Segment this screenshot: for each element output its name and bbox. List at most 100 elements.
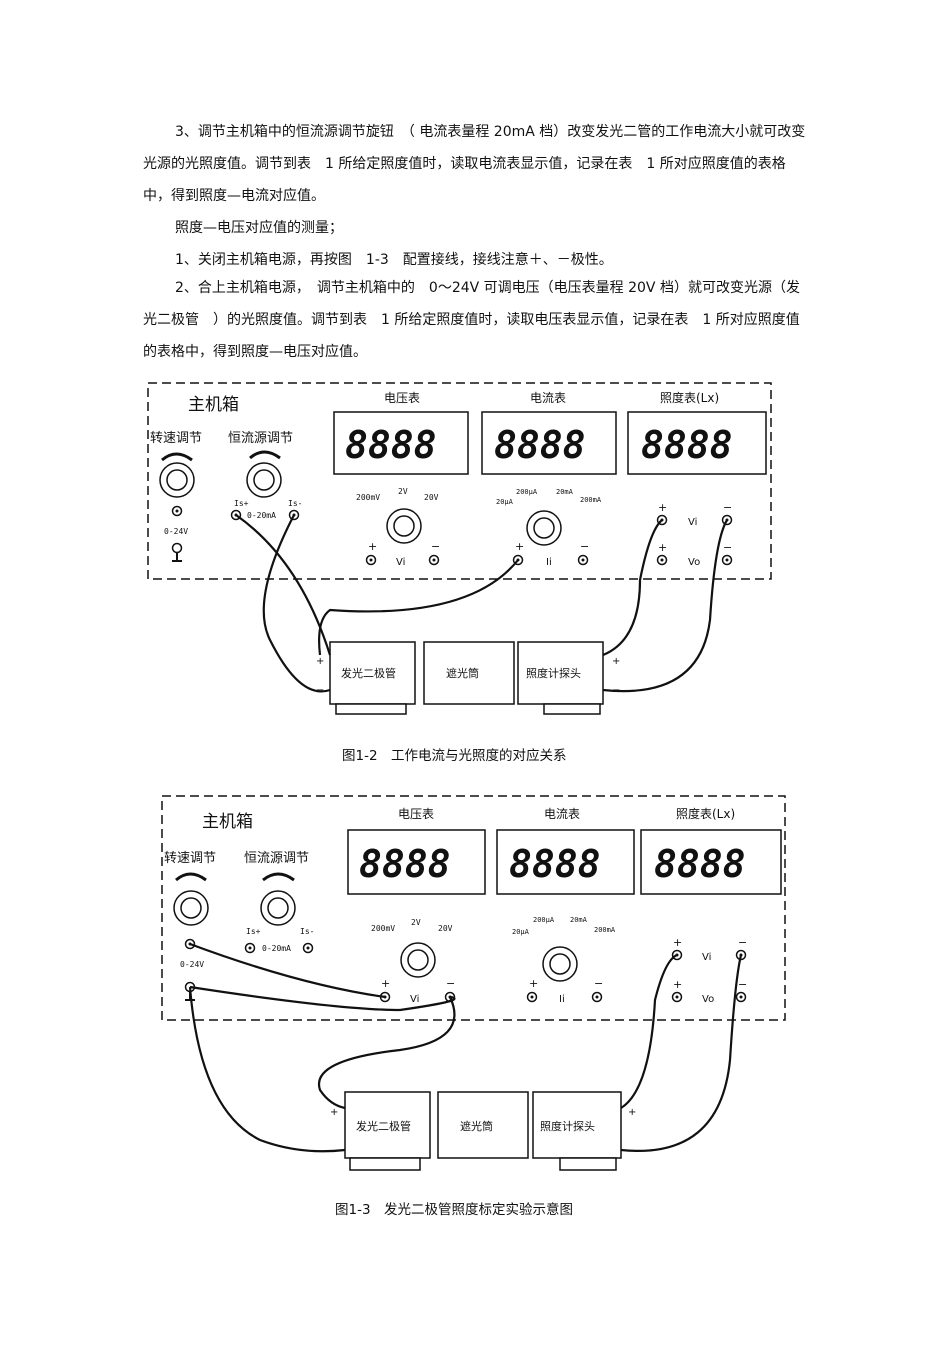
svg-text:遮光筒: 遮光筒 — [460, 1119, 493, 1133]
current-source-knob-label: 恒流源调节 — [228, 431, 293, 446]
svg-text:200mA: 200mA — [594, 926, 616, 934]
svg-text:20μA: 20μA — [512, 928, 530, 936]
svg-text:Ii: Ii — [546, 557, 552, 568]
svg-text:+: + — [330, 1107, 338, 1118]
svg-text:电流表: 电流表 — [544, 807, 580, 821]
svg-text:照度表(Lx): 照度表(Lx) — [676, 806, 735, 821]
figure-2-caption: 图1-3 发光二极管照度标定实验示意图 — [335, 1202, 574, 1218]
svg-text:−: − — [738, 936, 747, 949]
paragraph-step2: 2、合上主机箱电源， 调节主机箱中的 0～24V 可调电压（电压表量程 20V … — [143, 280, 800, 360]
label-0-20ma: 0-20mA — [247, 511, 276, 520]
svg-text:8888: 8888 — [509, 842, 601, 886]
current-source-knob-icon — [246, 462, 282, 498]
svg-text:20V: 20V — [424, 493, 439, 502]
svg-text:+: + — [673, 978, 682, 991]
svg-text:+: + — [529, 977, 538, 990]
svg-text:0-20mA: 0-20mA — [262, 944, 291, 953]
svg-text:发光二极管: 发光二极管 — [341, 666, 396, 680]
svg-text:8888: 8888 — [654, 842, 746, 886]
svg-text:Is-: Is- — [300, 927, 314, 936]
svg-text:−: − — [723, 541, 732, 554]
svg-text:照度计探头: 照度计探头 — [540, 1119, 595, 1133]
svg-text:照度计探头: 照度计探头 — [526, 666, 581, 680]
figure-1-diagram: 主机箱 转速调节 恒流源调节 0-24V Is+ Is- 0-20mA 电压表 … — [147, 382, 772, 715]
svg-text:电压表: 电压表 — [398, 807, 434, 821]
shade-tube-box — [423, 641, 515, 705]
luxmeter-display — [627, 411, 767, 475]
svg-text:−: − — [580, 540, 589, 553]
svg-text:−: − — [738, 978, 747, 991]
ammeter-label: 电流表 — [530, 391, 566, 405]
svg-text:转速调节: 转速调节 — [164, 851, 216, 866]
svg-text:200μA: 200μA — [516, 488, 538, 496]
svg-text:Is+: Is+ — [246, 927, 261, 936]
svg-text:+: + — [381, 977, 390, 990]
svg-text:−: − — [431, 540, 440, 553]
svg-text:恒流源调节: 恒流源调节 — [244, 851, 309, 866]
voltmeter-digits: 8888 — [345, 423, 437, 467]
lux-probe-box — [517, 641, 604, 705]
voltmeter-range-knob-icon — [386, 508, 422, 544]
svg-text:20mA: 20mA — [556, 488, 574, 496]
svg-text:Vi: Vi — [396, 557, 405, 568]
svg-text:8888: 8888 — [359, 842, 451, 886]
terminal-ii-minus — [577, 554, 589, 566]
svg-text:+: + — [628, 1107, 636, 1118]
main-box-title: 主机箱 — [188, 395, 239, 415]
svg-text:20μA: 20μA — [496, 498, 514, 506]
svg-text:Vo: Vo — [688, 557, 700, 568]
svg-text:Vi: Vi — [702, 952, 711, 963]
svg-text:Ii: Ii — [559, 994, 565, 1005]
luxmeter-digits: 8888 — [641, 423, 733, 467]
terminal-vo-plus — [656, 554, 668, 566]
terminal-vi-plus — [365, 554, 377, 566]
svg-text:+: + — [368, 540, 377, 553]
svg-text:+: + — [612, 656, 620, 667]
main-box-outline — [147, 382, 772, 580]
label-024v: 0-24V — [164, 527, 188, 536]
svg-text:Vi: Vi — [688, 517, 697, 528]
ammeter-range-knob-icon — [526, 510, 562, 546]
terminal-vi-minus — [428, 554, 440, 566]
svg-text:+: + — [316, 656, 324, 667]
speed-knob-icon — [159, 462, 195, 498]
terminal-vo-minus — [721, 554, 733, 566]
svg-text:2V: 2V — [411, 918, 421, 927]
figure-1-caption: 图1-2 工作电流与光照度的对应关系 — [342, 748, 567, 764]
svg-text:−: − — [594, 977, 603, 990]
svg-text:−: − — [446, 977, 455, 990]
paragraph-step3: 3、调节主机箱中的恒流源调节旋钮 （ 电流表量程 20mA 档）改变发光二管的工… — [143, 124, 806, 204]
svg-text:遮光筒: 遮光筒 — [446, 666, 479, 680]
svg-text:200mV: 200mV — [371, 924, 395, 933]
svg-text:+: + — [515, 540, 524, 553]
luxmeter-label: 照度表(Lx) — [660, 390, 719, 405]
svg-text:20V: 20V — [438, 924, 453, 933]
voltmeter-label: 电压表 — [384, 391, 420, 405]
svg-text:200μA: 200μA — [533, 916, 555, 924]
svg-text:Vi: Vi — [410, 994, 419, 1005]
svg-text:Vo: Vo — [702, 994, 714, 1005]
ammeter-digits: 8888 — [494, 423, 586, 467]
terminal-024v-top — [171, 505, 183, 517]
figure-2-diagram: 主机箱 转速调节 恒流源调节 电压表 电流表 照度表(Lx) 8888 8888… — [161, 795, 786, 1171]
svg-text:0-24V: 0-24V — [180, 960, 204, 969]
voltmeter-display — [333, 411, 469, 475]
svg-text:−: − — [723, 501, 732, 514]
label-is-plus: Is+ — [234, 499, 249, 508]
main-box-outline-2 — [161, 795, 786, 1021]
ammeter-display — [481, 411, 617, 475]
svg-text:20mA: 20mA — [570, 916, 588, 924]
svg-text:2V: 2V — [398, 487, 408, 496]
svg-text:200mA: 200mA — [580, 496, 602, 504]
paragraph-step1: 1、关闭主机箱电源，再按图 1-3 配置接线，接线注意＋、－极性。 — [175, 252, 613, 268]
svg-text:发光二极管: 发光二极管 — [356, 1119, 411, 1133]
svg-text:+: + — [658, 501, 667, 514]
svg-text:+: + — [658, 541, 667, 554]
paragraph-heading-voltage: 照度—电压对应值的测量； — [175, 220, 343, 236]
speed-knob-label: 转速调节 — [150, 431, 202, 446]
svg-text:+: + — [673, 936, 682, 949]
svg-text:200mV: 200mV — [356, 493, 380, 502]
label-is-minus: Is- — [288, 499, 302, 508]
svg-text:主机箱: 主机箱 — [202, 812, 253, 832]
